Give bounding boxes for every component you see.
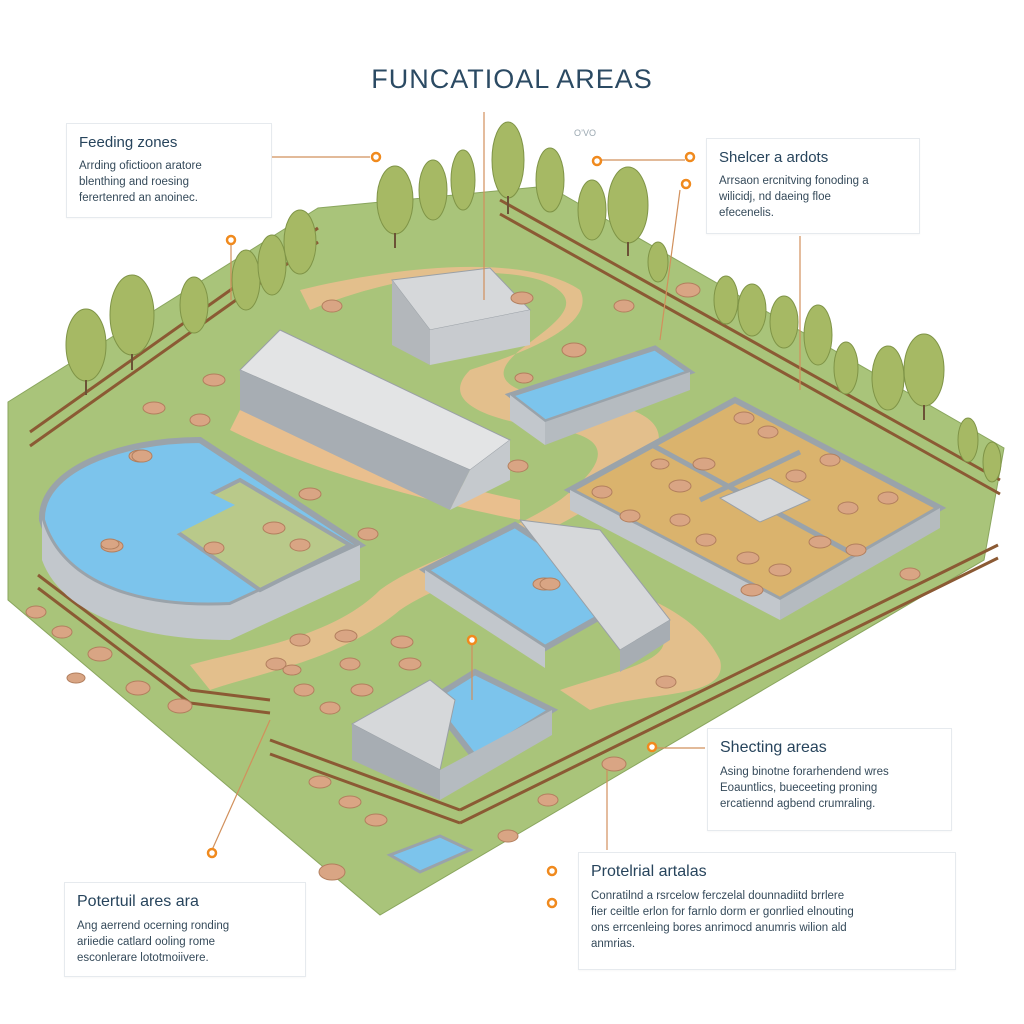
callout-heading: Protelrial artalas: [591, 863, 707, 880]
callout-sheltering-areas: Shecting areas Asing binotne forarhenden…: [707, 728, 952, 831]
callout-line: ons errcenleing bores anrimocd anumris w…: [591, 922, 847, 934]
pond-large: [38, 436, 367, 640]
callout-line: blenthing and roesing: [79, 176, 189, 188]
callout-line: anmrias.: [591, 938, 636, 950]
callout-heading: Potertuil ares ara: [77, 893, 199, 910]
callout-protelrial-areas: Protelrial artalas Conratilnd a rsrcelow…: [578, 852, 956, 970]
callout-potential-areas: Potertuil ares ara Ang aerrend ocerning …: [64, 882, 306, 977]
fence-front-left: [37, 573, 461, 825]
callout-line: esconlerare lototmoiivere.: [77, 952, 209, 964]
callout-line: Arrding ofictioon aratore: [79, 160, 202, 172]
callout-feeding-zones: Feeding zones Arrding ofictioon aratore …: [66, 123, 272, 218]
diagram-title: FUNCATIOAL AREAS: [371, 64, 653, 94]
callout-heading: Feeding zones: [79, 134, 178, 151]
tree-row: [65, 121, 1002, 483]
callout-line: Conratilnd a rsrcelow ferczelal dounnadi…: [591, 890, 845, 902]
pond-top-right: [504, 345, 696, 445]
long-barn: [239, 329, 511, 510]
callout-line: fier ceiltle erlon for farnlo dorm er go…: [591, 906, 854, 918]
pool-building-middle: [418, 519, 671, 672]
callout-line: ariiedie catlard ooling rome: [77, 936, 216, 948]
callout-shelter: Shelcer a ardots Arrsaon ercnitving fono…: [706, 138, 920, 234]
callout-heading: Shelcer a ardots: [719, 149, 829, 166]
callout-line: Ang aerrend ocerning ronding: [77, 920, 230, 932]
callout-line: ferertenred an anoinec.: [79, 192, 198, 204]
fence-front-right: [459, 543, 999, 825]
callout-line: wilicidj, nd daeing floe: [719, 191, 831, 203]
pig-herd: [25, 282, 921, 881]
callout-heading: Shecting areas: [720, 739, 827, 756]
callout-line: Arrsaon ercnitving fonoding a: [719, 175, 869, 187]
callout-line: Asing binotne forarhendend wres: [720, 766, 889, 778]
callout-line: Eoauntlics, bueceeting proning: [720, 782, 878, 794]
leader-lines: [211, 112, 801, 851]
callout-line: ercatiennd agbend crumraling.: [720, 798, 876, 810]
callout-line: efecenelis.: [719, 207, 774, 219]
top-shed: [391, 267, 531, 365]
marker-dots: [206, 151, 696, 909]
water-trough: [386, 834, 474, 874]
faint-label: O’VO: [574, 128, 597, 138]
fence-back-right: [499, 198, 1001, 496]
pool-building-bottom: [350, 668, 559, 800]
